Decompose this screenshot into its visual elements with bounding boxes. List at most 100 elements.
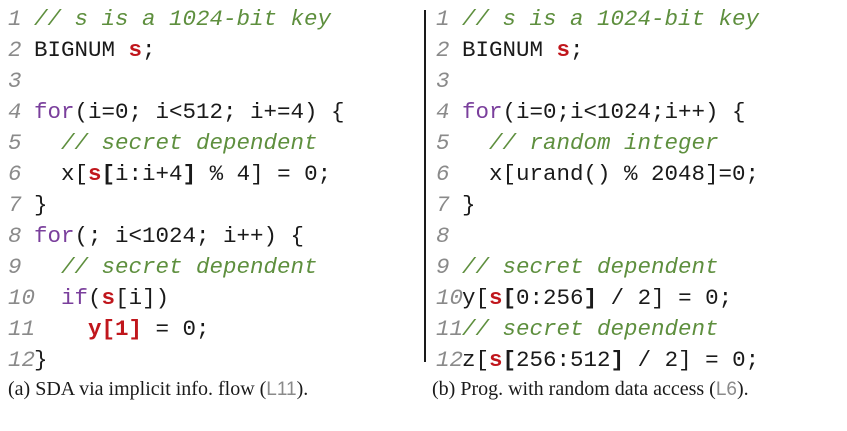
code-token: / 2] = 0; [624, 347, 760, 373]
line-number: 3 [8, 68, 22, 94]
code-line: 1 // s is a 1024-bit key [8, 4, 423, 35]
code-token: [ [502, 347, 517, 373]
code-token: / 2] = 0; [597, 285, 733, 311]
line-number: 10 [8, 285, 36, 311]
code-line: 6 x[urand() % 2048]=0; [436, 159, 841, 190]
code-token: } [462, 192, 476, 218]
code-line: 7} [8, 190, 423, 221]
line-number: 10 [436, 285, 464, 311]
code-line: 3 [8, 66, 423, 97]
code-token: s [88, 161, 102, 187]
code-token: BIGNUM [34, 37, 129, 63]
code-token: // s is a 1024-bit key [462, 6, 760, 32]
code-token: ; [570, 37, 584, 63]
code-token: BIGNUM [462, 37, 557, 63]
code-line: 11 y[1] = 0; [8, 314, 423, 345]
line-number: 4 [8, 99, 22, 125]
code-line: 3 [436, 66, 841, 97]
code-token: y[ [462, 285, 490, 311]
line-number: 3 [436, 68, 450, 94]
caption-b: (b) Prog. with random data access (L6). [432, 378, 749, 401]
code-token [34, 130, 61, 156]
code-token: (; i<1024; i++) { [74, 223, 305, 249]
code-line: 12z[s[256:512] / 2] = 0; [436, 345, 841, 376]
line-number: 6 [436, 161, 450, 187]
line-number: 11 [436, 316, 464, 342]
code-token: if [61, 285, 89, 311]
code-token: s [556, 37, 571, 63]
code-token: = 0; [142, 316, 210, 342]
caption-a-line-ref: L11 [266, 379, 297, 400]
caption-b-end: ). [736, 378, 749, 400]
line-number: 5 [8, 130, 22, 156]
code-token: [ [502, 285, 517, 311]
line-number: 12 [436, 347, 464, 373]
code-token: i:i+4 [115, 161, 183, 187]
code-line: 4 for(i=0; i<512; i+=4) { [8, 97, 423, 128]
line-number: 7 [436, 192, 450, 218]
code-token: [i]) [115, 285, 170, 311]
code-line: 5 // secret dependent [8, 128, 423, 159]
line-number: 1 [436, 6, 450, 32]
line-number: 9 [436, 254, 450, 280]
code-line: 8 [436, 221, 841, 252]
code-line: 8 for(; i<1024; i++) { [8, 221, 423, 252]
code-line: 7} [436, 190, 841, 221]
code-token: ; [142, 37, 156, 63]
code-token [34, 254, 61, 280]
code-token: [ [101, 161, 116, 187]
code-token: (i=0; i<512; i+=4) { [74, 99, 345, 125]
code-token: for [462, 99, 503, 125]
code-token: (i=0;i<1024;i++) { [502, 99, 746, 125]
caption-b-text: (b) Prog. with random data access ( [432, 378, 716, 400]
code-line: 10 if(s[i]) [8, 283, 423, 314]
code-token: // secret dependent [462, 316, 719, 342]
line-number: 6 [8, 161, 22, 187]
caption-a: (a) SDA via implicit info. flow (L11). [8, 378, 308, 401]
code-token: // secret dependent [462, 254, 719, 280]
caption-a-end: ). [296, 378, 309, 400]
code-line: 6 x[s[i:i+4] % 4] = 0; [8, 159, 423, 190]
line-number: 12 [8, 347, 36, 373]
code-token [462, 130, 489, 156]
line-number: 8 [8, 223, 22, 249]
code-token: ] [610, 347, 625, 373]
code-token [34, 285, 61, 311]
line-number: 9 [8, 254, 22, 280]
code-line: 9 // secret dependent [8, 252, 423, 283]
caption-b-line-ref: L6 [715, 379, 737, 400]
caption-a-text: (a) SDA via implicit info. flow ( [8, 378, 267, 400]
code-token: } [34, 192, 48, 218]
code-line: 12} [8, 345, 423, 376]
code-line: 5 // random integer [436, 128, 841, 159]
code-token: // random integer [489, 130, 719, 156]
code-token: // secret dependent [61, 130, 318, 156]
code-token: y[1] [88, 316, 143, 342]
code-token: // secret dependent [61, 254, 318, 280]
line-number: 11 [8, 316, 36, 342]
code-line: 2 BIGNUM s; [436, 35, 841, 66]
code-token: for [34, 223, 75, 249]
panel-divider [424, 10, 426, 362]
code-token: } [34, 347, 48, 373]
code-token: s [128, 37, 143, 63]
code-token: // s is a 1024-bit key [34, 6, 332, 32]
code-token: ] [182, 161, 197, 187]
code-token: 256:512 [516, 347, 611, 373]
code-line: 1 // s is a 1024-bit key [436, 4, 841, 35]
line-number: 5 [436, 130, 450, 156]
code-line: 10y[s[0:256] / 2] = 0; [436, 283, 841, 314]
line-number: 7 [8, 192, 22, 218]
code-line: 9 // secret dependent [436, 252, 841, 283]
code-token: ( [88, 285, 102, 311]
code-token: z[ [462, 347, 490, 373]
code-token: s [101, 285, 116, 311]
code-token: 0:256 [516, 285, 584, 311]
line-number: 1 [8, 6, 22, 32]
line-number: 8 [436, 223, 450, 249]
line-number: 2 [436, 37, 450, 63]
code-token: for [34, 99, 75, 125]
